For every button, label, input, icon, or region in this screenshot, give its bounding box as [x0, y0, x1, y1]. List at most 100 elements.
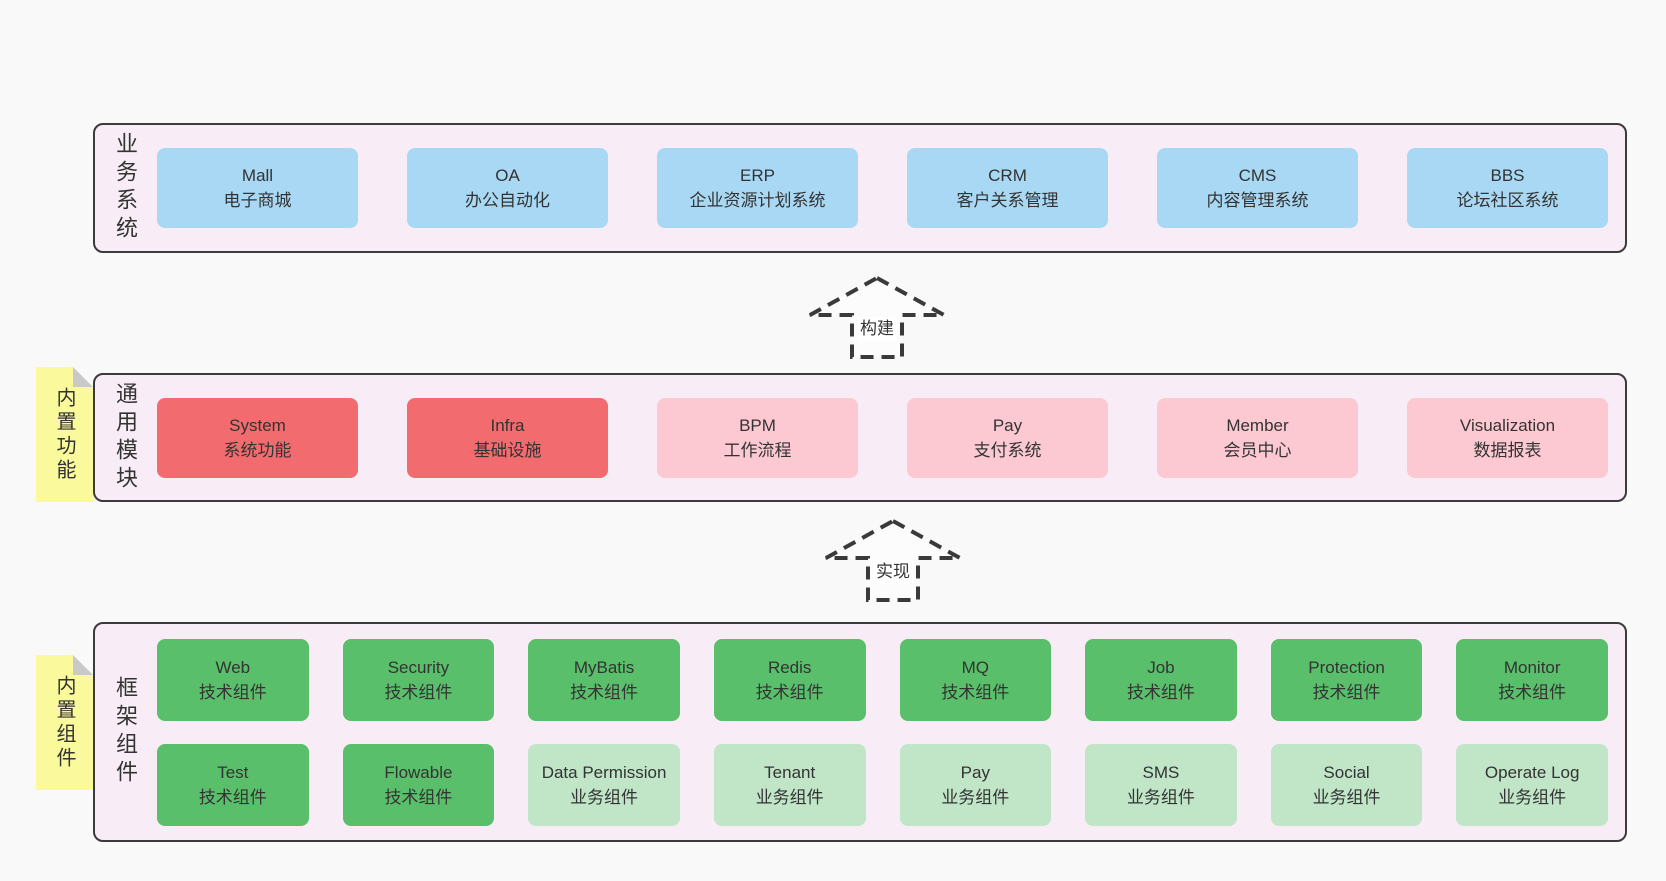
box-title: OA	[495, 166, 520, 185]
layer-title-vertical: 通用模块	[113, 381, 138, 494]
box-title: Security	[387, 657, 450, 677]
box-flowable: Flowable 技术组件	[342, 743, 495, 826]
box-subtitle: 技术组件	[570, 682, 639, 702]
box-title: ERP	[740, 166, 775, 185]
box-title: Redis	[767, 657, 812, 677]
box-member: Member 会员中心	[1157, 397, 1358, 478]
box-title: Member	[1226, 415, 1289, 435]
box-mybatis: MyBatis 技术组件	[528, 638, 680, 721]
box-social: Social 业务组件	[1270, 743, 1423, 826]
box-subtitle: 业务组件	[755, 787, 824, 807]
box-title: Web	[215, 657, 251, 677]
box-subtitle: 技术组件	[1498, 682, 1567, 702]
components-row-2: Test 技术组件 Flowable 技术组件 Data Permission …	[157, 743, 1608, 826]
arrow-label-build: 构建	[857, 317, 897, 341]
box-oa: OA 办公自动化	[407, 148, 608, 228]
box-title: Pay	[960, 762, 990, 782]
box-title: CMS	[1238, 166, 1277, 185]
layer-framework-components: 框架组件 Web 技术组件 Security 技术组件 MyBatis 技术组件…	[93, 622, 1627, 842]
box-title: Data Permission	[541, 762, 667, 782]
box-title: Flowable	[384, 762, 453, 782]
box-subtitle: 技术组件	[198, 682, 267, 702]
box-subtitle: 企业资源计划系统	[689, 191, 826, 210]
dashed-up-arrow-implement: 实现	[823, 518, 963, 603]
box-pay-system: Pay 支付系统	[907, 397, 1108, 478]
box-mq: MQ 技术组件	[899, 638, 1052, 721]
box-system: System 系统功能	[157, 397, 358, 478]
box-subtitle: 技术组件	[1312, 682, 1381, 702]
box-sms: SMS 业务组件	[1085, 743, 1237, 826]
box-subtitle: 技术组件	[384, 682, 453, 702]
box-monitor: Monitor 技术组件	[1456, 638, 1608, 721]
box-subtitle: 会员中心	[1223, 440, 1292, 460]
dashed-up-arrow-build: 构建	[807, 275, 947, 360]
box-title: Monitor	[1503, 657, 1561, 677]
box-title: Job	[1147, 657, 1175, 677]
components-box-grid: Web 技术组件 Security 技术组件 MyBatis 技术组件 Redi…	[157, 638, 1608, 826]
box-operate-log: Operate Log 业务组件	[1456, 743, 1608, 826]
layer-common-modules: 通用模块 System 系统功能 Infra 基础设施 BPM 工作流程 Pay…	[93, 373, 1627, 502]
box-subtitle: 技术组件	[198, 787, 267, 807]
sticky-note-built-in-components: 内置组件	[36, 655, 93, 790]
sticky-note-label: 内置功能	[53, 386, 75, 483]
box-subtitle: 客户关系管理	[956, 191, 1059, 210]
box-subtitle: 办公自动化	[465, 191, 550, 210]
box-redis: Redis 技术组件	[713, 638, 866, 721]
box-cms: CMS 内容管理系统	[1157, 148, 1358, 228]
box-web: Web 技术组件	[157, 638, 309, 721]
box-title: Mall	[241, 166, 274, 185]
box-subtitle: 技术组件	[755, 682, 824, 702]
box-title: BPM	[739, 415, 776, 435]
box-title: Infra	[490, 415, 525, 435]
box-infra: Infra 基础设施	[407, 397, 608, 478]
box-subtitle: 电子商城	[223, 191, 292, 210]
box-title: Operate Log	[1484, 762, 1580, 782]
box-test: Test 技术组件	[157, 743, 309, 826]
box-subtitle: 系统功能	[223, 440, 292, 460]
box-subtitle: 工作流程	[723, 440, 792, 460]
modules-box-row: System 系统功能 Infra 基础设施 BPM 工作流程 Pay 支付系统…	[157, 397, 1608, 478]
box-title: Social	[1323, 762, 1370, 782]
box-subtitle: 技术组件	[941, 682, 1010, 702]
box-title: CRM	[988, 166, 1027, 185]
box-title: BBS	[1490, 166, 1525, 185]
box-subtitle: 业务组件	[570, 787, 639, 807]
box-title: SMS	[1142, 762, 1180, 782]
business-box-row: Mall 电子商城 OA 办公自动化 ERP 企业资源计划系统 CRM 客户关系…	[157, 148, 1608, 228]
box-title: Tenant	[764, 762, 816, 782]
box-subtitle: 论坛社区系统	[1456, 191, 1559, 210]
box-title: Protection	[1308, 657, 1385, 677]
box-visualization: Visualization 数据报表	[1407, 397, 1608, 478]
layer-title-vertical: 业务系统	[113, 132, 138, 244]
layer-title-vertical: 框架组件	[113, 676, 138, 788]
box-subtitle: 技术组件	[1126, 682, 1195, 702]
box-erp: ERP 企业资源计划系统	[657, 148, 858, 228]
box-subtitle: 业务组件	[1498, 787, 1567, 807]
box-job: Job 技术组件	[1085, 638, 1237, 721]
box-crm: CRM 客户关系管理	[907, 148, 1108, 228]
box-protection: Protection 技术组件	[1270, 638, 1423, 721]
box-subtitle: 内容管理系统	[1206, 191, 1309, 210]
sticky-note-built-in-features: 内置功能	[36, 367, 93, 502]
box-mall: Mall 电子商城	[157, 148, 358, 228]
box-subtitle: 业务组件	[1312, 787, 1381, 807]
box-title: Pay	[992, 415, 1023, 435]
box-subtitle: 支付系统	[973, 440, 1042, 460]
components-row-1: Web 技术组件 Security 技术组件 MyBatis 技术组件 Redi…	[157, 638, 1608, 721]
box-subtitle: 业务组件	[941, 787, 1010, 807]
box-data-permission: Data Permission 业务组件	[528, 743, 680, 826]
box-tenant: Tenant 业务组件	[713, 743, 866, 826]
sticky-note-label: 内置组件	[53, 674, 75, 771]
box-subtitle: 技术组件	[384, 787, 453, 807]
box-bpm: BPM 工作流程	[657, 397, 858, 478]
box-bbs: BBS 论坛社区系统	[1407, 148, 1608, 228]
box-title: System	[229, 415, 286, 435]
box-security: Security 技术组件	[342, 638, 495, 721]
box-subtitle: 业务组件	[1126, 787, 1195, 807]
arrow-label-implement: 实现	[873, 560, 913, 584]
box-title: Visualization	[1459, 415, 1556, 435]
box-subtitle: 数据报表	[1473, 440, 1542, 460]
box-pay-component: Pay 业务组件	[899, 743, 1052, 826]
layer-business-systems: 业务系统 Mall 电子商城 OA 办公自动化 ERP 企业资源计划系统 CRM…	[93, 123, 1627, 253]
box-title: Test	[217, 762, 249, 782]
